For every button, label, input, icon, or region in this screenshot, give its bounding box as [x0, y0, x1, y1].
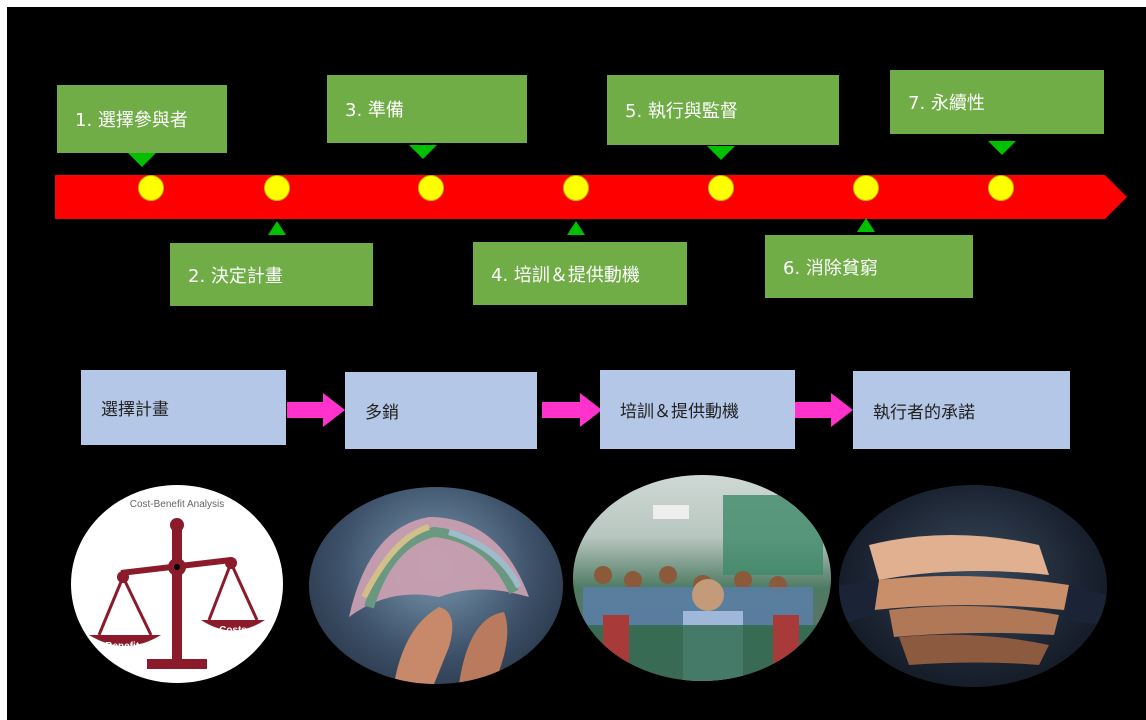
timeline-step-4-label: 4. 培訓＆提供動機: [491, 264, 640, 286]
timeline-dot-7: [988, 175, 1014, 201]
flow-arrow-3: [795, 393, 853, 427]
timeline-dot-5: [708, 175, 734, 201]
flow-arrow-2: [542, 393, 602, 427]
timeline-step-3: 3. 準備: [327, 75, 527, 143]
timeline-pointer-1: [128, 153, 156, 167]
timeline-step-7-label: 7. 永續性: [908, 93, 985, 114]
timeline-step-5-label: 5. 執行與監督: [625, 101, 738, 122]
timeline-dot-4: [563, 175, 589, 201]
timeline-step-2-label: 2. 決定計畫: [188, 265, 283, 287]
flow-arrow-1: [287, 393, 345, 427]
timeline-pointer-7: [988, 141, 1016, 155]
timeline-step-6: 6. 消除貧窮: [765, 235, 973, 298]
flow-box-commitment: 執行者的承諾: [853, 371, 1070, 449]
timeline-step-1-label: 1. 選擇參與者: [75, 110, 188, 131]
stacked-hands-photo: [839, 485, 1107, 687]
hands-illustration: [839, 535, 1107, 665]
scale-illustration: Cost-Benefit Analysis Benefits Costs: [89, 499, 265, 669]
timeline-step-1: 1. 選擇參與者: [57, 85, 227, 153]
timeline-dot-6: [853, 175, 879, 201]
timeline-step-5: 5. 執行與監督: [607, 75, 839, 145]
timeline-step-4: 4. 培訓＆提供動機: [473, 242, 687, 305]
timeline-dot-3: [418, 175, 444, 201]
timeline-dot-1: [138, 175, 164, 201]
training-illustration: [573, 495, 831, 681]
flow-box-sell-more: 多銷: [345, 372, 537, 449]
timeline-pointer-6: [857, 218, 875, 232]
timeline-step-6-label: 6. 消除貧窮: [783, 257, 878, 279]
scale-title: Cost-Benefit Analysis: [130, 499, 225, 510]
timeline-step-7: 7. 永續性: [890, 70, 1104, 134]
costs-label: Costs: [219, 625, 247, 636]
timeline-pointer-5: [707, 146, 735, 160]
flow-box-select-plan: 選擇計畫: [81, 370, 286, 445]
flow-box-label: 執行者的承諾: [873, 402, 975, 423]
timeline-pointer-3: [409, 145, 437, 159]
timeline-pointer-2: [268, 221, 286, 235]
money-photo: [309, 487, 563, 684]
flow-box-label: 多銷: [365, 403, 399, 423]
flow-box-training: 培訓＆提供動機: [600, 370, 795, 449]
timeline-step-3-label: 3. 準備: [345, 100, 404, 121]
benefits-label: Benefits: [105, 641, 145, 652]
flow-box-label: 培訓＆提供動機: [620, 402, 739, 422]
timeline-pointer-4: [567, 221, 585, 235]
cost-benefit-scale-image: Cost-Benefit Analysis Benefits Costs: [71, 485, 283, 683]
money-illustration: [349, 517, 529, 684]
timeline-step-2: 2. 決定計畫: [170, 243, 373, 306]
flow-box-label: 選擇計畫: [101, 400, 169, 420]
slide-canvas: 1. 選擇參與者 3. 準備 5. 執行與監督 7. 永續性 2. 決定計畫 4…: [7, 7, 1146, 720]
timeline-dot-2: [264, 175, 290, 201]
training-room-photo: [573, 475, 831, 681]
timeline-arrow: [55, 175, 1127, 219]
